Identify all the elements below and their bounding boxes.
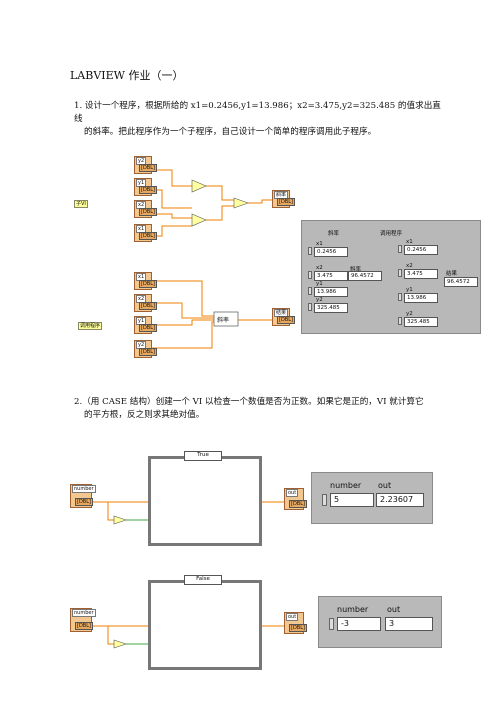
out-indicator-false: 3 <box>385 617 433 631</box>
spinner-icon[interactable] <box>398 317 402 325</box>
control-x2-b[interactable]: x2 [DBL] <box>134 294 157 312</box>
field-x1[interactable]: 0.2456 <box>314 247 348 257</box>
field-y2-r[interactable]: 325.485 <box>404 317 438 327</box>
left-heading: 斜率 <box>328 231 340 237</box>
question-1-line2: 的斜率。把此程序作为一个子程序，自己设计一个简单的程序调用此子程序。 <box>84 127 377 137</box>
indicator-slope: 斜率 [DBL] <box>272 190 295 208</box>
control-y2-b[interactable]: y2 [DBL] <box>134 340 157 358</box>
control-number-true[interactable]: number [DBL] <box>70 484 96 508</box>
control-number-false[interactable]: number [DBL] <box>70 608 96 632</box>
number-input-false[interactable]: -3 <box>337 617 381 631</box>
page-title: LABVIEW 作业（一） <box>70 69 184 82</box>
right-heading: 调用程序 <box>380 231 403 237</box>
field-x1-r[interactable]: 0.2456 <box>404 245 438 255</box>
front-panel-true: number 5 out 2.23607 <box>311 472 433 524</box>
case-structure-true[interactable] <box>148 456 262 546</box>
subvi-slope-label: 斜率 <box>217 317 230 324</box>
control-x1[interactable]: x1 [DBL] <box>134 224 157 242</box>
field-y1[interactable]: 13.986 <box>314 287 348 297</box>
number-input-true[interactable]: 5 <box>330 493 374 507</box>
front-panel-false: number -3 out 3 <box>318 596 442 648</box>
question-2-line2: 的平方根，反之则求其绝对值。 <box>84 410 205 420</box>
case-diagram-true: True number [DBL] out [DBL] <box>64 448 307 548</box>
caller-tag: 调用程序 <box>78 322 103 330</box>
case-diagram-false: False number [DBL] out [DBL] <box>64 572 307 672</box>
spinner-icon[interactable] <box>398 245 402 253</box>
question-1: 1. 设计一个程序，根据所给的 x1=0.2456,y1=13.986；x2=3… <box>74 100 444 139</box>
result-indicator: 96.4572 <box>444 277 478 287</box>
question-2-line1: 2.（用 CASE 结构）创建一个 VI 以检查一个数值是否为正数。如果它是正的… <box>74 397 424 407</box>
spinner-icon[interactable] <box>308 303 312 311</box>
wires-1 <box>152 169 272 349</box>
control-x2[interactable]: x2 [DBL] <box>134 200 157 218</box>
control-y2[interactable]: y2 [DBL] <box>134 156 157 174</box>
field-y1-r[interactable]: 13.986 <box>404 293 438 303</box>
spinner-icon[interactable] <box>398 293 402 301</box>
block-diagram-1: y2 [DBL] y1 [DBL] x2 [DBL] x1 [DBL] 子VI … <box>62 148 302 378</box>
subvi-tag: 子VI <box>74 200 88 208</box>
field-y2[interactable]: 325.485 <box>314 303 348 313</box>
question-2: 2.（用 CASE 结构）创建一个 VI 以检查一个数值是否为正数。如果它是正的… <box>74 396 444 422</box>
question-1-line1: 1. 设计一个程序，根据所给的 x1=0.2456,y1=13.986；x2=3… <box>74 101 441 124</box>
case-structure-false[interactable] <box>148 580 262 670</box>
front-panel-1: 斜率 调用程序 x1 0.2456 x2 3.475 y1 13.986 y2 … <box>301 220 481 334</box>
case-selector-false[interactable]: False <box>184 575 222 585</box>
case-selector-true[interactable]: True <box>184 451 222 461</box>
indicator-out-true: out [DBL] <box>284 488 307 510</box>
slope-indicator: 96.4572 <box>348 271 382 281</box>
control-y1-b[interactable]: y1 [DBL] <box>134 316 157 334</box>
spinner-icon[interactable] <box>329 618 334 630</box>
spinner-icon[interactable] <box>308 287 312 295</box>
spinner-icon[interactable] <box>308 247 312 255</box>
out-indicator-true: 2.23607 <box>376 493 424 507</box>
spinner-icon[interactable] <box>322 494 327 506</box>
field-x2-r[interactable]: 3.475 <box>404 269 438 279</box>
field-x2[interactable]: 3.475 <box>314 271 348 281</box>
spinner-icon[interactable] <box>398 269 402 277</box>
indicator-out-false: out [DBL] <box>284 612 307 634</box>
spinner-icon[interactable] <box>308 271 312 279</box>
indicator-result: 结果 [DBL] <box>272 308 295 326</box>
control-y1[interactable]: y1 [DBL] <box>134 178 157 196</box>
control-x1-b[interactable]: x1 [DBL] <box>134 272 157 290</box>
